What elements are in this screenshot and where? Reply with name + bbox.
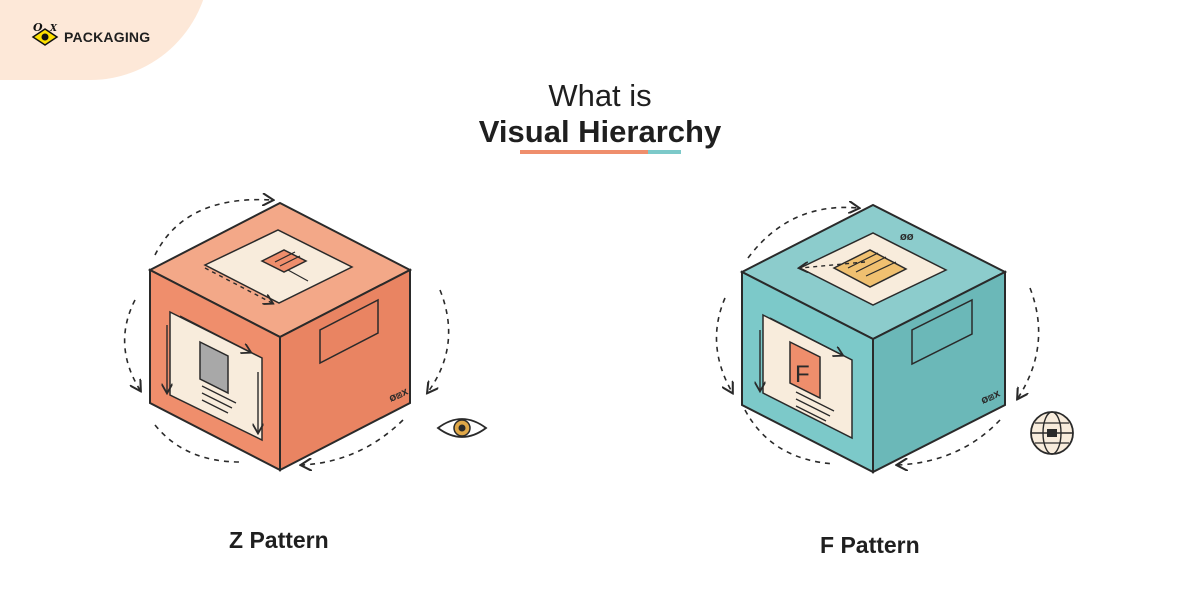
front-panel-letter-box [789,340,821,400]
svg-text:ØØ: ØØ [900,232,914,242]
front-panel-image [199,340,229,395]
rotation-arrows [715,207,1040,465]
underline-coral [520,150,648,154]
top-label-inner [832,249,908,288]
side-flap [911,298,973,366]
z-pattern-label: Z Pattern [229,527,329,553]
heading-underline [520,150,681,154]
heading-line1: What is [548,78,652,113]
eye-icon [436,418,488,438]
f-pattern-label: F Pattern [820,532,920,558]
panel-letter: F [795,361,810,388]
underline-teal [648,150,681,154]
z-pattern-box-illustration: Ø⊠X [123,185,488,472]
side-flap [319,298,379,365]
globe-icon [1030,411,1074,455]
brand-logo[interactable]: O X PACKAGING [30,22,150,52]
heading-line2: Visual Hierarchy [478,114,722,149]
f-pattern-box-illustration: ØØ F Ø⊠X [715,185,1074,474]
rotation-arrows [123,200,450,465]
brand-name: PACKAGING [64,29,151,45]
page-heading: What is Visual Hierarchy [0,78,1200,150]
svg-text:X: X [49,24,58,34]
ox-logo-icon: O X [31,22,59,46]
svg-text:O: O [33,22,43,34]
top-label-inner [260,249,308,273]
